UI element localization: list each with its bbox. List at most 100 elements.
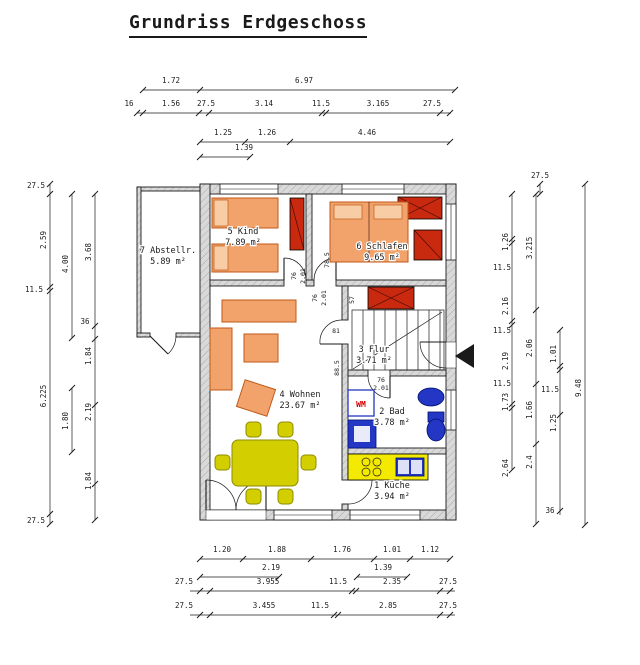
- room-area-label: 23.67 m²: [280, 401, 321, 411]
- furniture: WM: [209, 196, 446, 505]
- dimension-label: 11.5: [541, 385, 559, 394]
- room-area-label: 5.89 m²: [150, 257, 186, 267]
- door-dimension-label: 76: [290, 272, 298, 280]
- dimension-tick: [446, 611, 454, 619]
- dimension-tick: [581, 521, 589, 529]
- dimension-tick: [275, 573, 283, 581]
- dimension-tick: [330, 611, 338, 619]
- dimension-label: 27.5: [423, 99, 441, 108]
- dimension-tick: [196, 86, 204, 94]
- dimension-label: 1.26: [258, 128, 277, 137]
- dimension-label: 36: [545, 506, 555, 515]
- dimension-label: 9.48: [574, 378, 583, 397]
- room-name-label: 7 Abstellr.: [140, 246, 196, 256]
- dimension-tick: [68, 384, 76, 392]
- dimension-label: 2.19: [84, 403, 93, 421]
- dimension-tick: [556, 411, 564, 419]
- dimension-tick: [196, 555, 204, 563]
- door-dimension-label: 81: [332, 327, 340, 335]
- dimension-tick: [318, 109, 326, 117]
- kitchen-sink: [395, 457, 425, 477]
- dimension-label: 27.5: [175, 577, 193, 586]
- dimension-tick: [353, 573, 361, 581]
- dining-chair: [277, 488, 294, 505]
- dimension-tick: [91, 335, 99, 343]
- dimension-tick: [322, 109, 330, 117]
- room-area-label: 7.89 m²: [225, 238, 261, 248]
- dimension-tick: [508, 235, 516, 243]
- dimension-label: 1.84: [84, 471, 93, 490]
- dimension-label: 16: [124, 99, 134, 108]
- dimension-tick: [139, 86, 147, 94]
- page-title: Grundriss Erdgeschoss: [129, 12, 368, 38]
- dimension-tick: [91, 190, 99, 198]
- dimension-tick: [508, 317, 516, 325]
- dimension-tick: [451, 86, 459, 94]
- dimension-tick: [46, 180, 54, 188]
- room-name-label: 3 Flur: [359, 345, 390, 355]
- dimension-label: 11.5: [311, 601, 329, 610]
- dimension-tick: [46, 283, 54, 291]
- annex-walls: [136, 186, 201, 338]
- dimension-label: 1.72: [162, 76, 180, 85]
- dimension-label: 1.25: [214, 128, 232, 137]
- dining-chair: [245, 488, 262, 505]
- stove-burner: [361, 457, 371, 467]
- room-area-label: 3.94 m²: [374, 492, 410, 502]
- dimension-label: 1.01: [549, 345, 558, 363]
- dimension-label: 2.06: [525, 338, 534, 357]
- dimension-tick: [556, 326, 564, 334]
- dimension-tick: [508, 190, 516, 198]
- room-area-label: 3.78 m²: [374, 418, 410, 428]
- stove-burner: [361, 467, 371, 477]
- dimension-tick: [139, 109, 147, 117]
- dimension-label: 1.80: [61, 411, 70, 430]
- dimension-tick: [406, 555, 414, 563]
- room-area-label: 3.71 m²: [356, 356, 392, 366]
- dimension-label: 1.39: [235, 143, 253, 152]
- door-dimension-label: 57: [348, 296, 356, 304]
- windows: [219, 183, 457, 521]
- dimension-label: 11.5: [329, 577, 347, 586]
- dimension-label: 2.35: [383, 577, 401, 586]
- dimension-label: 11.5: [25, 285, 43, 294]
- dimension-tick: [532, 306, 540, 314]
- dimension-tick: [556, 366, 564, 374]
- dimension-tick: [206, 587, 214, 595]
- dimension-label: 3.215: [525, 237, 534, 260]
- dimension-label: 1.26: [501, 232, 510, 251]
- dimension-tick: [241, 138, 249, 146]
- room-name-label: 4 Wohnen: [280, 390, 321, 400]
- dimension-tick: [246, 153, 254, 161]
- dimension-tick: [133, 109, 141, 117]
- dimension-tick: [532, 440, 540, 448]
- dining-table: [231, 439, 299, 487]
- dimension-tick: [286, 138, 294, 146]
- stove-burner: [372, 457, 382, 467]
- dimension-tick: [508, 400, 516, 408]
- dimension-tick: [206, 611, 214, 619]
- dimension-tick: [446, 138, 454, 146]
- dimension-tick: [196, 153, 204, 161]
- dimension-tick: [348, 587, 356, 595]
- dimension-tick: [536, 180, 544, 188]
- dimension-tick: [307, 555, 315, 563]
- dimension-tick: [508, 466, 516, 474]
- dimension-tick: [68, 334, 76, 342]
- dimension-label: 3.14: [255, 99, 274, 108]
- dimension-tick: [91, 480, 99, 488]
- dimension-tick: [91, 401, 99, 409]
- dimension-label: 11.5: [493, 263, 511, 272]
- dimension-label: 2.64: [501, 458, 510, 477]
- dimension-tick: [46, 287, 54, 295]
- dimension-tick: [532, 190, 540, 198]
- room-name-label: 1 Küche: [374, 481, 410, 491]
- coffee-table: [243, 333, 279, 363]
- dimension-label: 27.5: [197, 99, 215, 108]
- dimension-tick: [239, 555, 247, 563]
- dimension-label: 36: [80, 317, 90, 326]
- dimension-label: 2.59: [39, 231, 48, 249]
- dimension-label: 1.88: [268, 545, 287, 554]
